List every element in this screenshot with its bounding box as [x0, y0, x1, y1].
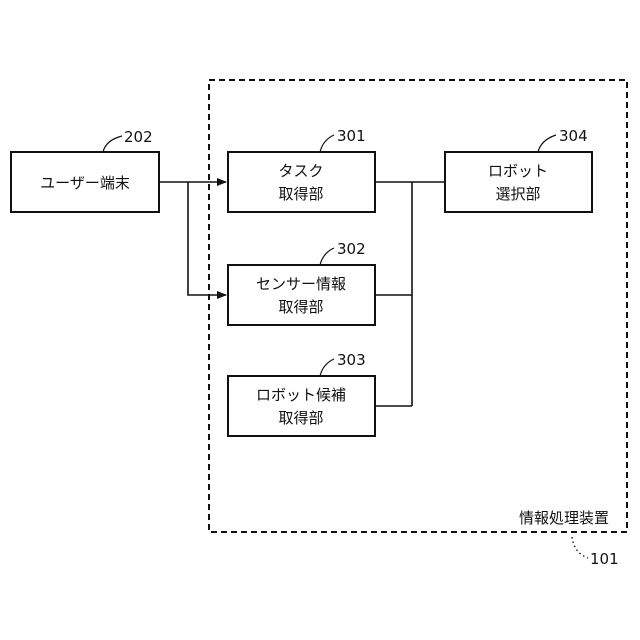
robot-selection-line1: ロボット: [488, 162, 548, 180]
robot-selection-leader: [538, 135, 556, 152]
user-terminal-ref: 202: [124, 128, 153, 146]
task-acquisition-leader: [320, 135, 334, 152]
task-acquisition-line2: 取得部: [278, 185, 323, 203]
task-acquisition-box: [228, 152, 375, 212]
robot-candidate-acquisition-leader: [320, 359, 334, 376]
robot-candidate-acquisition-ref: 303: [337, 351, 366, 369]
robot-candidate-acquisition-box: [228, 376, 375, 436]
task-acquisition-ref: 301: [337, 127, 366, 145]
sensor-acquisition-line1: センサー情報: [256, 275, 346, 293]
device-ref: 101: [590, 550, 619, 568]
sensor-acquisition-line2: 取得部: [278, 298, 323, 316]
device-label: 情報処理装置: [519, 509, 609, 527]
device-leader: [572, 537, 588, 558]
robot-candidate-acquisition-line2: 取得部: [278, 409, 323, 427]
connector-terminal-to-sensor: [188, 182, 226, 295]
robot-selection-box: [445, 152, 592, 212]
sensor-acquisition-leader: [320, 248, 334, 265]
user-terminal-leader: [103, 136, 122, 152]
robot-candidate-acquisition-line1: ロボット候補: [256, 386, 346, 404]
robot-selection-line2: 選択部: [495, 185, 540, 203]
robot-selection-ref: 304: [559, 127, 588, 145]
task-acquisition-line1: タスク: [278, 162, 323, 180]
sensor-acquisition-ref: 302: [337, 240, 366, 258]
user-terminal-label: ユーザー端末: [40, 174, 130, 192]
sensor-acquisition-box: [228, 265, 375, 325]
